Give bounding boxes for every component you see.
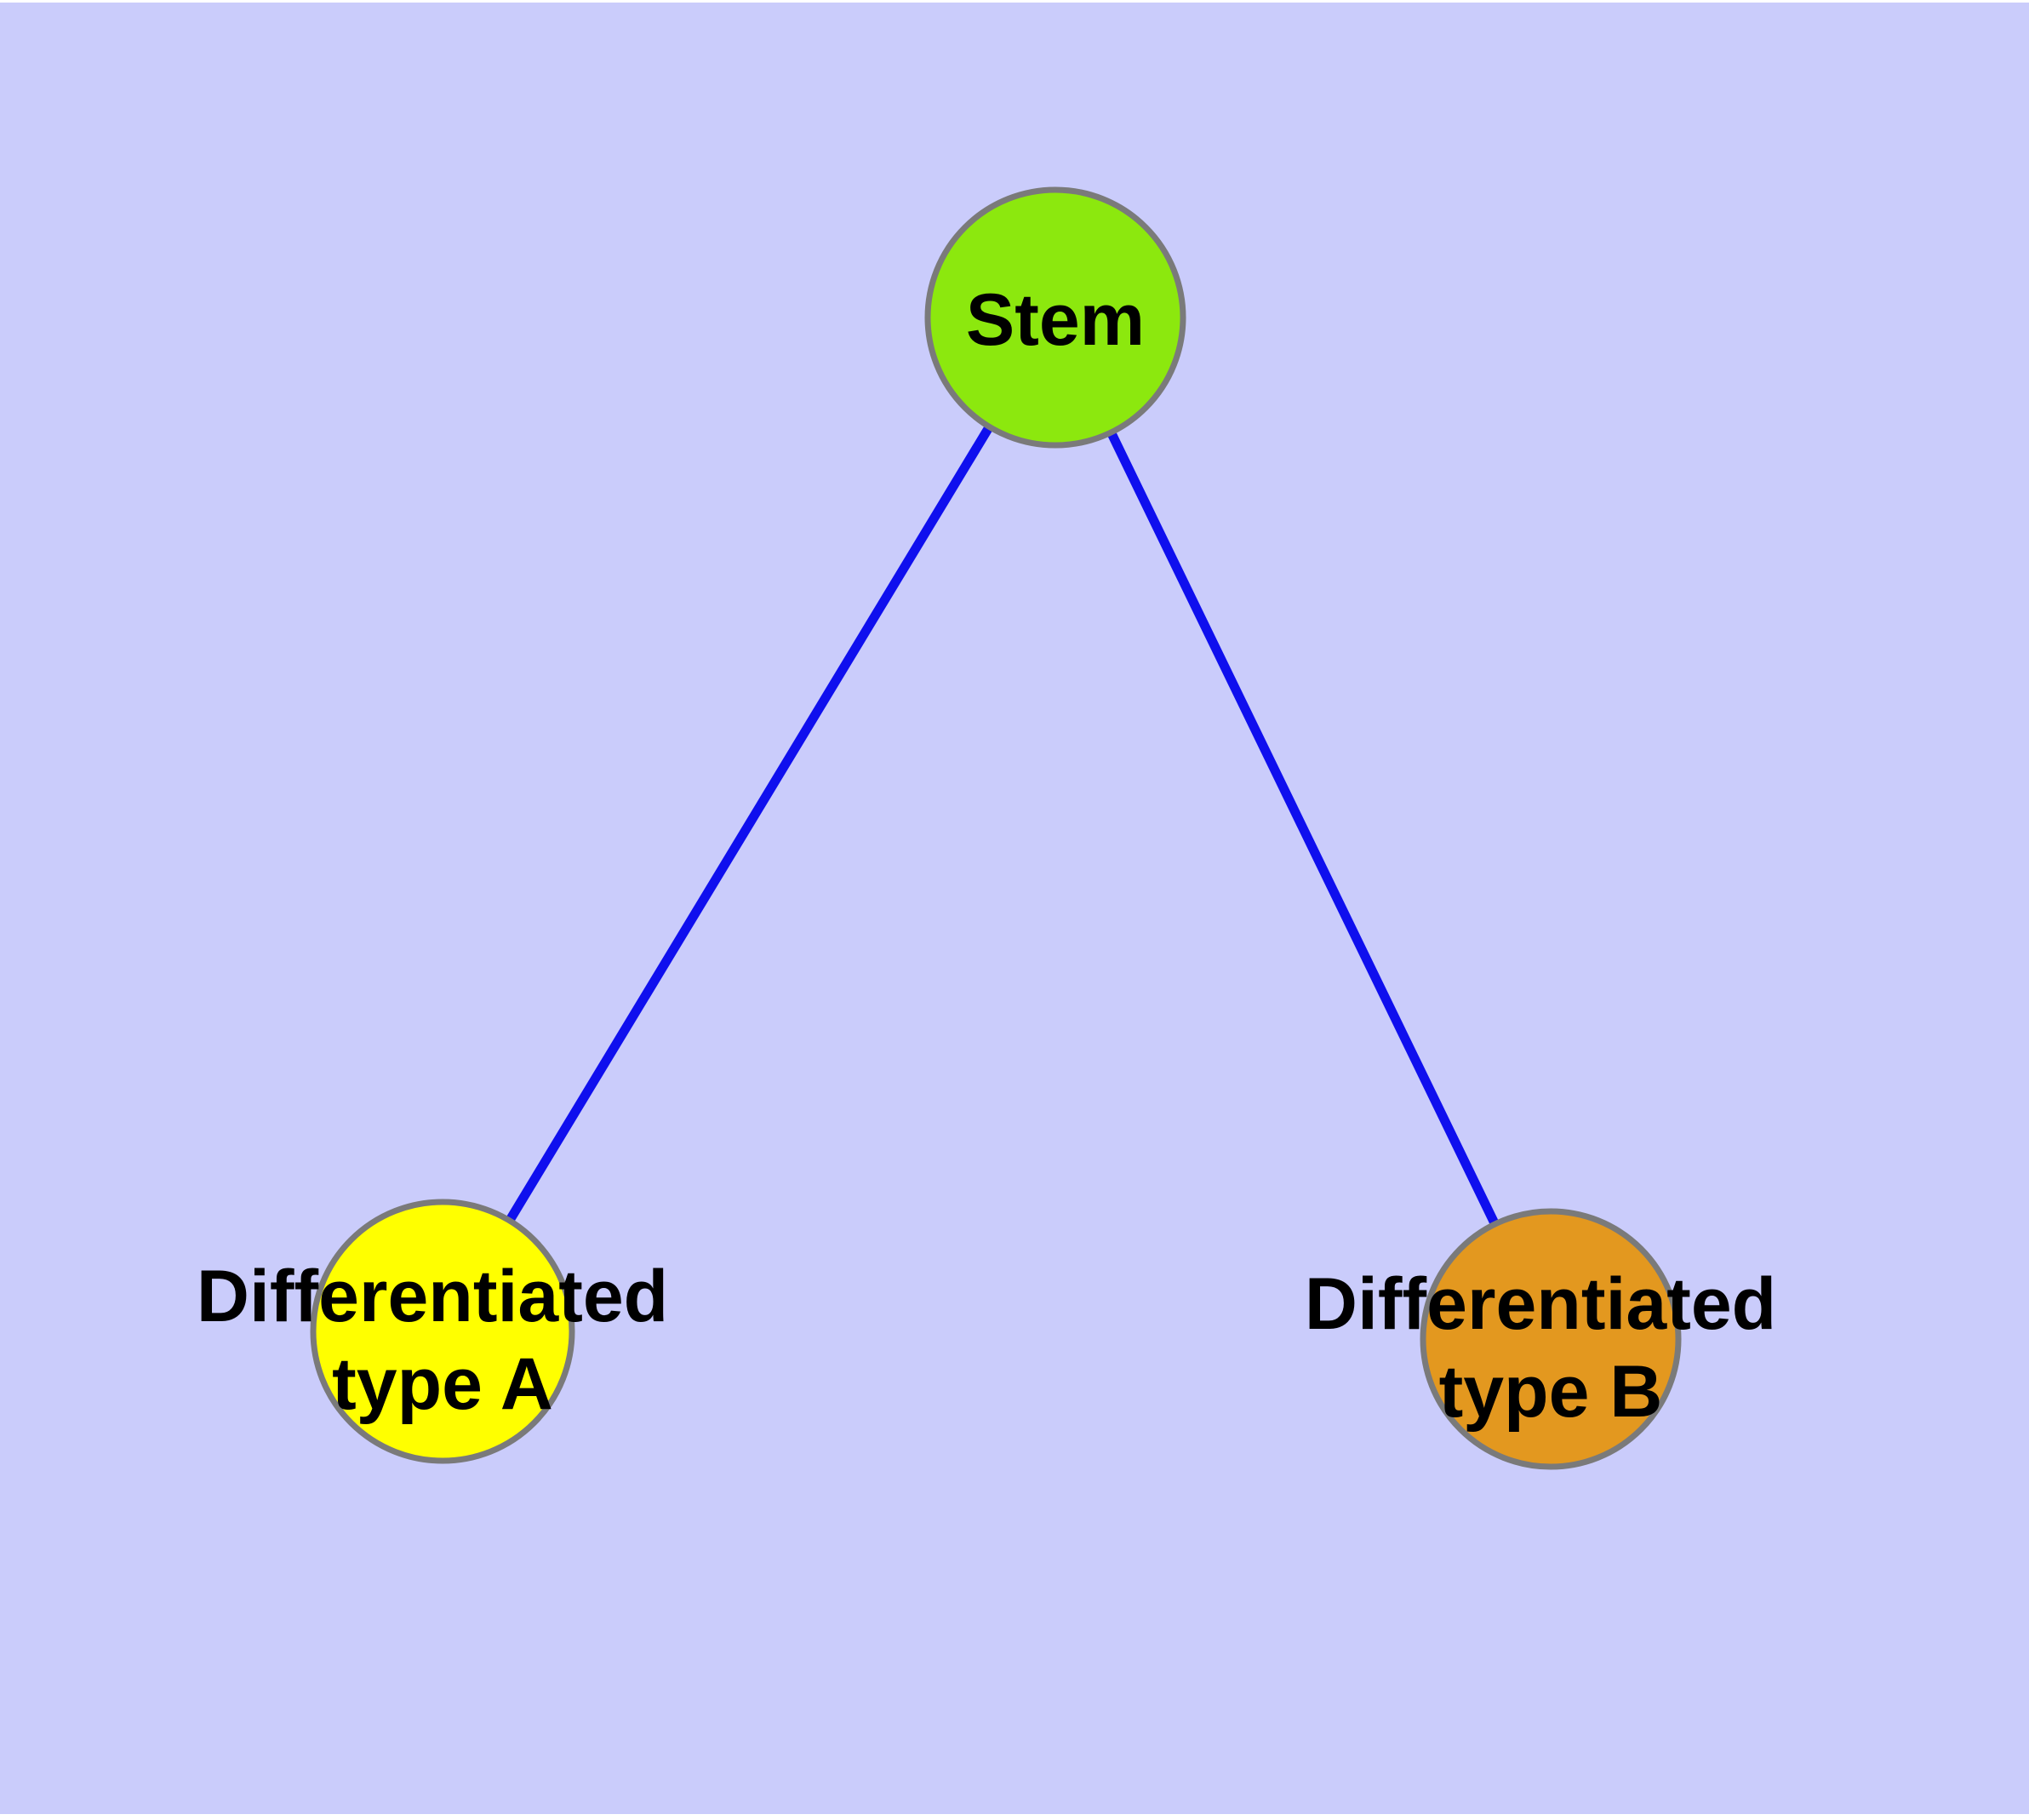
node-label-stem: Stem xyxy=(966,279,1145,361)
node-label-differentiated-type-a-line2: type A xyxy=(332,1343,553,1425)
nodes xyxy=(310,186,1682,1470)
node-stem xyxy=(924,186,1186,449)
node-label-differentiated-type-b-line2: type B xyxy=(1439,1351,1663,1433)
node-label-differentiated-type-a: Differentiated type A xyxy=(197,1256,689,1425)
node-differentiated-type-a xyxy=(310,1199,575,1464)
node-label-differentiated-type-b: Differentiated type B xyxy=(1305,1263,1797,1433)
edge-stem-to-differentiated-type-b xyxy=(1051,315,1555,1342)
node-labels: Stem Differentiated type A Differentiate… xyxy=(197,279,1797,1433)
edges xyxy=(438,315,1555,1342)
node-label-differentiated-type-b-line1: Differentiated xyxy=(1305,1263,1776,1345)
node-differentiated-type-b xyxy=(1420,1208,1682,1470)
edge-stem-to-differentiated-type-a xyxy=(438,315,1060,1334)
node-label-differentiated-type-a-line1: Differentiated xyxy=(197,1256,668,1337)
